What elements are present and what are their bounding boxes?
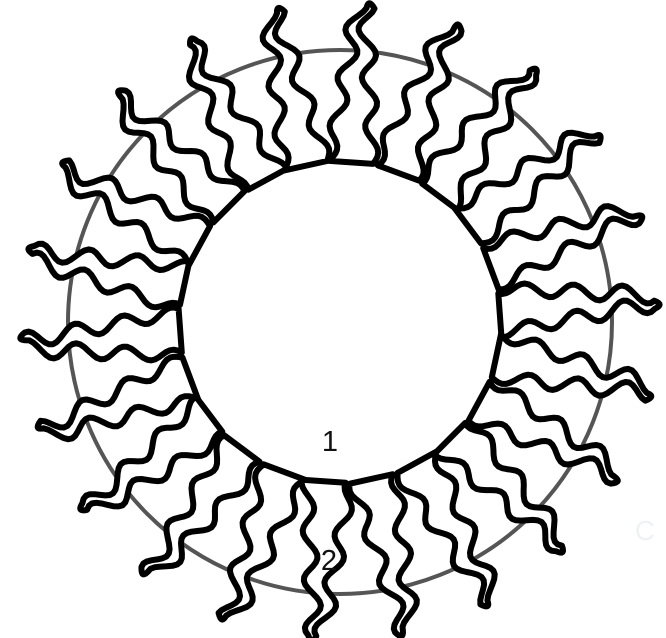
corner-letter: C [635, 515, 655, 546]
inner-region-label: 1 [322, 426, 338, 458]
membrane-region-label: 2 [321, 545, 337, 577]
